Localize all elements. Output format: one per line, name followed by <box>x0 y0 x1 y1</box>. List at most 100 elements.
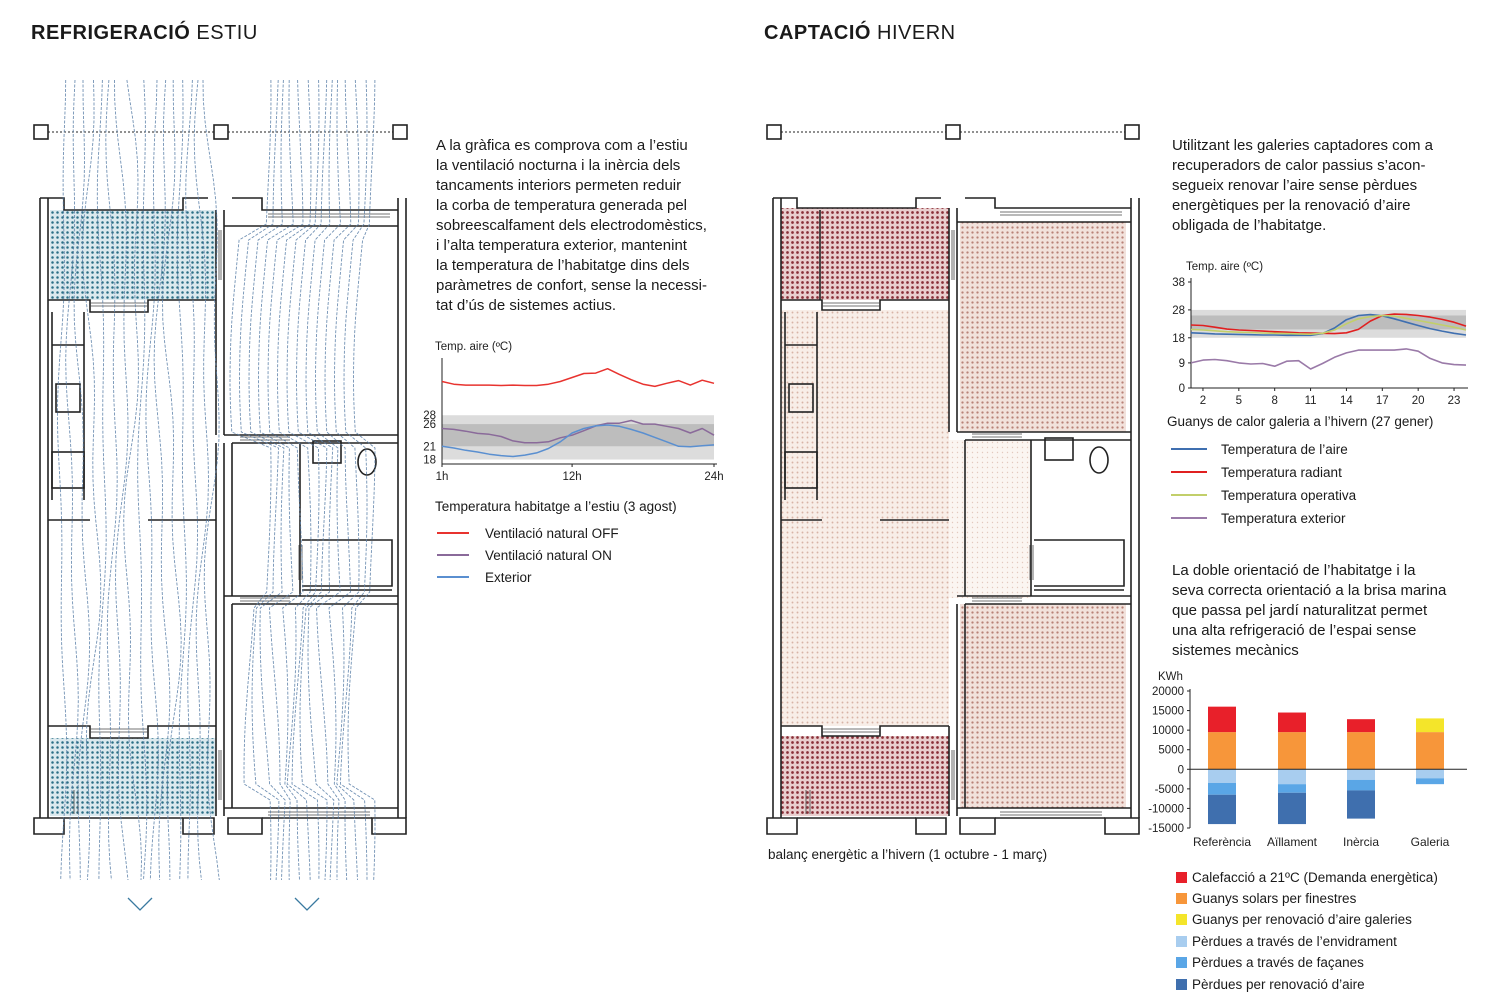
legend-label: Ventilació natural OFF <box>485 525 619 541</box>
bar-legend-item: Guanys solars per finestres <box>1176 889 1356 907</box>
legend-swatch <box>437 532 469 534</box>
bar-legend-item: Guanys per renovació d’aire galeries <box>1176 911 1412 929</box>
y-axis-label: Temp. aire (ºC) <box>435 341 512 353</box>
x-tick-label: 1h <box>436 471 449 483</box>
bar-segment <box>1416 732 1444 770</box>
comfort-band-inner <box>442 424 714 447</box>
legend-label: Ventilació natural ON <box>485 547 612 563</box>
x-tick-label: 24h <box>704 471 723 483</box>
winter-paragraph-2-line: La doble orientació de l’habitatge i la <box>1172 562 1416 579</box>
summer-paragraph-line: la corba de temperatura generada pel <box>436 197 688 214</box>
bar-category-label: Galeria <box>1411 835 1450 849</box>
winter-paragraph-2: La doble orientació de l’habitatge i la s… <box>1172 561 1446 661</box>
airflow-line <box>96 79 107 881</box>
bar-y-tick-label: 5000 <box>1158 745 1184 757</box>
x-tick-label: 14 <box>1340 395 1353 407</box>
bar-legend-label: Pèrdues a través de l’envidrament <box>1192 933 1397 949</box>
summer-walls <box>33 197 407 835</box>
legend-item: Temperatura radiant <box>1171 463 1342 481</box>
airflow-arrow-right-icon <box>294 897 320 911</box>
airflow-line <box>105 79 118 881</box>
summer-paragraph-line: A la gràfica es comprova com a l’estiu <box>436 137 688 154</box>
airflow-arrow-left-icon <box>127 897 153 911</box>
summer-airflow-lines <box>56 79 376 881</box>
y-tick-label: 38 <box>1172 277 1185 289</box>
bar-segment <box>1278 769 1306 785</box>
x-tick-label: 5 <box>1236 395 1242 407</box>
winter-paragraph-line: Utilitzant les galeries captadores com a <box>1172 137 1433 154</box>
winter-canopy <box>766 124 1140 140</box>
bar-segment <box>1208 782 1236 795</box>
legend-item: Temperatura de l’aire <box>1171 440 1348 458</box>
airflow-line <box>286 79 320 881</box>
bar-segment <box>1208 794 1236 825</box>
bar-segment <box>1278 784 1306 793</box>
airflow-line <box>229 79 272 881</box>
winter-living-bottom <box>781 520 949 726</box>
airflow-line <box>339 79 368 881</box>
y-axis-label: Temp. aire (ºC) <box>1186 261 1263 273</box>
legend-item: Ventilació natural ON <box>437 546 612 564</box>
winter-paragraph: Utilitzant les galeries captadores com a… <box>1172 136 1433 236</box>
legend-swatch <box>437 554 469 556</box>
y-tick-label: 18 <box>423 455 436 467</box>
bar-y-tick-label: -15000 <box>1148 823 1184 835</box>
winter-floor-plan <box>766 124 1140 835</box>
bar-category-label: Referència <box>1193 835 1251 849</box>
legend-label: Temperatura exterior <box>1221 510 1346 526</box>
bar-segment <box>1416 769 1444 779</box>
summer-paragraph-line: la temperatura de l’habitatge dins dels <box>436 257 690 274</box>
series-line <box>1190 313 1467 337</box>
airflow-line <box>324 79 352 881</box>
bar-segment <box>1416 718 1444 733</box>
bar-legend-swatch <box>1176 914 1187 926</box>
summer-paragraph-line: tat d’ús de sistemes actius. <box>436 297 617 314</box>
summer-floor-plan <box>33 79 408 911</box>
bar-legend-label: Pèrdues per renovació d’aire <box>1192 976 1365 992</box>
winter-paragraph-line: energètiques per la renovació d’aire <box>1172 197 1411 214</box>
bar-y-tick-label: 0 <box>1178 764 1184 776</box>
series-line <box>1190 313 1467 335</box>
legend-swatch <box>1171 517 1207 519</box>
y-tick-label: 18 <box>1172 333 1185 345</box>
bar-y-tick-label: -5000 <box>1155 784 1184 796</box>
legend-item: Ventilació natural OFF <box>437 524 619 542</box>
summer-gallery-top <box>50 210 216 300</box>
bar-legend-label: Guanys solars per finestres <box>1192 890 1357 906</box>
winter-paragraph-line: segueix renovar l’aire sense pèrdues <box>1172 177 1418 194</box>
airflow-line <box>56 79 68 881</box>
winter-corridor <box>949 440 1031 598</box>
y-tick-label: 21 <box>423 441 436 453</box>
legend-label: Temperatura operativa <box>1221 487 1357 503</box>
bar-legend-item: Calefacció a 21ºC (Demanda energètica) <box>1176 868 1438 886</box>
airflow-line <box>65 79 79 881</box>
airflow-line <box>73 79 91 881</box>
bar-legend-item: Pèrdues per renovació d’aire <box>1176 975 1365 993</box>
winter-room-bottom-right <box>960 604 1126 808</box>
summer-title: REFRIGERACIÓ ESTIU <box>31 22 258 44</box>
winter-plan-caption: balanç energètic a l’hivern (1 octubre -… <box>768 847 1048 862</box>
airflow-line <box>145 79 159 881</box>
airflow-line <box>347 79 376 881</box>
airflow-line <box>258 79 294 881</box>
airflow-line <box>123 79 142 881</box>
airflow-line <box>267 79 304 881</box>
winter-paragraph-line: obligada de l’habitatge. <box>1172 217 1327 234</box>
x-tick-label: 8 <box>1271 395 1277 407</box>
summer-paragraph-line: paràmetres de confort, sense la necessi- <box>436 277 707 294</box>
winter-room-top-right <box>960 222 1126 432</box>
series-line <box>441 424 715 458</box>
bar-segment <box>1347 779 1375 791</box>
winter-paragraph-2-line: sistemes mecànics <box>1172 642 1299 659</box>
y-tick-label: 9 <box>1179 358 1185 370</box>
legend-swatch <box>1171 494 1207 496</box>
airflow-line <box>315 79 341 880</box>
summer-paragraph: A la gràfica es comprova com a l’estiu la… <box>436 136 707 316</box>
bar-category-label: Aïllament <box>1267 835 1318 849</box>
bar-segment <box>1208 706 1236 733</box>
airflow-line <box>176 79 187 881</box>
bar-category-label: Inèrcia <box>1343 835 1379 849</box>
bar-legend-label: Calefacció a 21ºC (Demanda energètica) <box>1192 869 1438 885</box>
